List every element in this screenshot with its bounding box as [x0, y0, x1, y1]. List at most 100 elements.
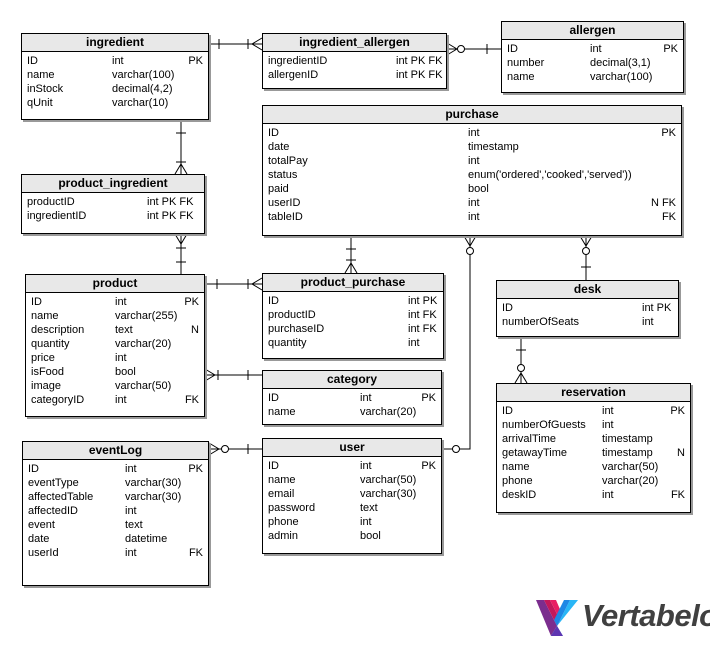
crows-foot-marker — [469, 235, 477, 247]
crows-foot-marker — [174, 163, 182, 175]
column-type: varchar(30) — [125, 477, 182, 489]
column-type: timestamp — [468, 141, 519, 153]
column-type: varchar(255) — [115, 310, 178, 322]
crows-foot-marker — [446, 42, 458, 50]
column-key: N FK — [650, 197, 676, 209]
column-name: name — [31, 310, 59, 322]
vertabelo-logo: Vertabelo — [534, 596, 710, 638]
column-name: ID — [268, 460, 279, 472]
table-title: desk — [497, 281, 678, 299]
column-key: FK — [670, 489, 685, 501]
column-key: PK — [670, 405, 685, 417]
column-row: email varchar(30) — [268, 487, 436, 501]
column-name: email — [268, 488, 295, 500]
column-type: bool — [360, 530, 381, 542]
column-row: name varchar(255) — [31, 309, 199, 323]
crows-foot-marker — [251, 43, 263, 51]
column-type: varchar(30) — [360, 488, 417, 500]
column-type: int — [642, 316, 654, 328]
column-type: text — [125, 519, 143, 531]
crows-foot-marker — [446, 48, 458, 56]
column-type: enum('ordered','cooked','served')) — [468, 169, 632, 181]
table-title: product_purchase — [263, 274, 443, 292]
column-name: ID — [27, 55, 38, 67]
column-name: phone — [268, 516, 299, 528]
relationship-line — [442, 236, 471, 450]
column-type: int — [125, 547, 137, 559]
column-type: varchar(20) — [602, 475, 659, 487]
column-name: ID — [268, 127, 279, 139]
column-type: datetime — [125, 533, 168, 545]
crows-foot-marker — [251, 283, 263, 291]
column-name: price — [31, 352, 55, 364]
column-type: int — [602, 405, 614, 417]
optional-marker — [221, 445, 229, 453]
column-type: int — [468, 197, 480, 209]
column-type: text — [360, 502, 378, 514]
column-name: qUnit — [27, 97, 53, 109]
crows-foot-marker — [514, 372, 522, 384]
column-type: decimal(4,2) — [112, 83, 173, 95]
crows-foot-marker — [251, 277, 263, 285]
column-key: N — [677, 447, 685, 459]
column-name: getawayTime — [502, 447, 568, 459]
column-type: int — [360, 392, 372, 404]
column-key: FK — [184, 394, 199, 406]
column-type: int PK FK — [396, 55, 443, 67]
column-type: int — [115, 296, 127, 308]
crows-foot-marker — [208, 442, 220, 450]
table-title: product_ingredient — [22, 175, 204, 193]
column-name: numberOfGuests — [502, 419, 586, 431]
column-type: bool — [115, 366, 136, 378]
column-type: int — [408, 337, 420, 349]
column-name: tableID — [268, 211, 303, 223]
column-key: FK — [661, 211, 676, 223]
column-type: int FK — [408, 309, 437, 321]
optional-marker — [466, 247, 474, 255]
column-type: varchar(50) — [115, 380, 172, 392]
crows-foot-marker — [585, 235, 593, 247]
column-name: affectedID — [28, 505, 78, 517]
crows-foot-marker — [204, 374, 216, 382]
table-title: purchase — [263, 106, 681, 124]
column-name: quantity — [268, 337, 307, 349]
vertabelo-logo-icon — [536, 600, 578, 636]
optional-marker — [582, 247, 590, 255]
column-type: int — [125, 463, 137, 475]
column-name: name — [268, 474, 296, 486]
column-type: int PK — [408, 295, 438, 307]
column-name: ingredientID — [268, 55, 328, 67]
column-name: ID — [31, 296, 42, 308]
column-key: N — [191, 324, 199, 336]
